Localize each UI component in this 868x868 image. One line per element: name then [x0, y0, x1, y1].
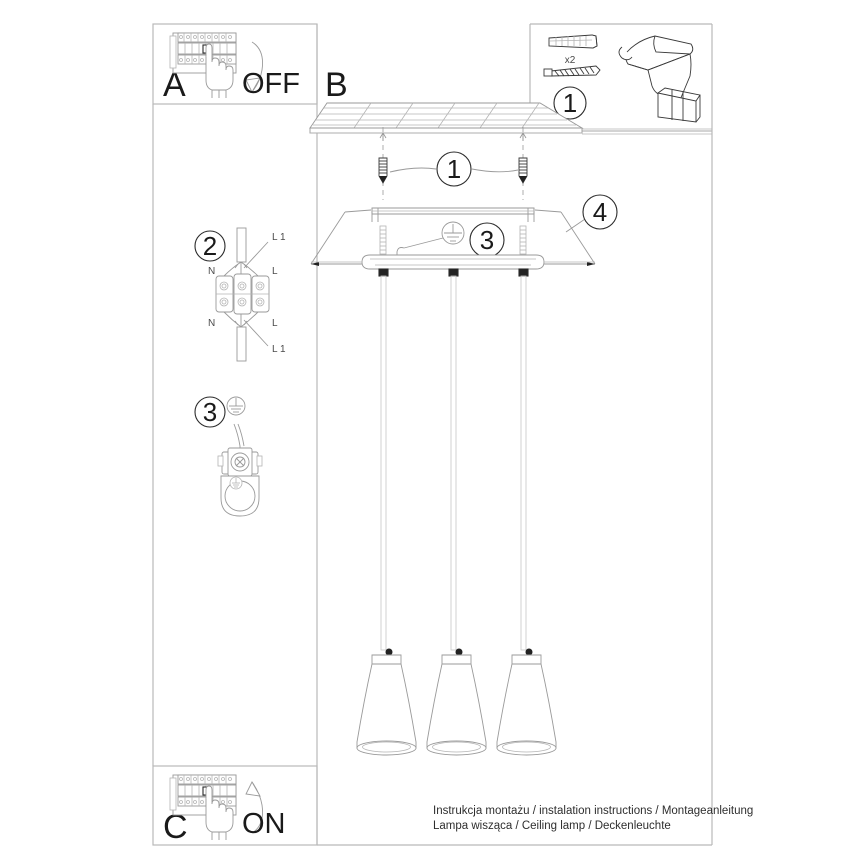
ground-screw-terminal: [217, 447, 263, 477]
pendant-1-clamp: [385, 648, 393, 656]
ceiling-screws: 1: [378, 127, 528, 200]
earth-ground-icon: [441, 221, 465, 245]
callout-canopy-ground-number: 3: [480, 225, 494, 255]
callout-ground-step-number: 3: [203, 397, 217, 427]
hardware-quantity-label: x2: [565, 55, 576, 66]
hand-pointing-icon: [205, 785, 234, 840]
pendant-3-rim: [496, 740, 557, 756]
terminal-label-l-lower: L: [272, 318, 278, 329]
leader-l1-top: [243, 241, 269, 269]
leader-screw-right: [471, 168, 519, 173]
callout-terminal-step: 2: [194, 230, 226, 262]
hand-pointing-icon: [205, 43, 234, 98]
panel-c: C: [163, 774, 286, 846]
panel-c-action-label: ON: [242, 808, 286, 840]
callout-hardware-step: 1: [553, 86, 587, 120]
terminal-label-l1-top: L 1: [272, 232, 286, 243]
terminal-label-n-lower: N: [208, 318, 215, 329]
pendant-3-clamp: [525, 648, 533, 656]
footer-title: Instrukcja montażu / instalation instruc…: [433, 805, 753, 817]
ceiling-slab: [309, 102, 712, 135]
screw-icon: [543, 65, 601, 77]
callout-shade-step: 4: [565, 194, 618, 233]
canopy-ground-marker: 3: [396, 221, 505, 258]
callout-hardware-step-number: 1: [563, 88, 577, 118]
panel-a: A: [163, 32, 300, 104]
leader-l1-bottom: [243, 319, 269, 347]
pendant-1-rim: [356, 740, 417, 756]
cord-outlet-1: [378, 268, 389, 277]
hardware-panel: x2 1: [543, 34, 701, 123]
cord-1: [380, 275, 387, 651]
pendant-3: [496, 648, 557, 756]
drill-icon: [618, 35, 701, 123]
callout-canopy-ground-step: 3: [469, 222, 505, 258]
main-assembly: B: [309, 66, 712, 756]
terminal-block-diagram: 2: [194, 227, 286, 362]
canopy-cone-outline: [310, 209, 596, 265]
footer-text: Instrukcja montażu / instalation instruc…: [433, 805, 753, 832]
pendant-1: [356, 648, 417, 756]
callout-ground-step: 3: [194, 396, 226, 428]
terminal-label-l1-bottom: L 1: [272, 344, 286, 355]
ground-terminal-diagram: 3: [194, 396, 263, 517]
callout-shade-number: 4: [593, 197, 607, 227]
panel-b-letter: B: [325, 66, 348, 104]
arrow-up-curved-icon: [245, 781, 263, 834]
earth-ground-icon: [226, 396, 246, 416]
cable-top: [236, 227, 247, 263]
cord-3: [520, 275, 527, 651]
ceiling-screw-right: [518, 127, 528, 200]
leader-screw-left: [389, 167, 437, 173]
terminal-label-l-upper: L: [272, 266, 278, 277]
ground-wire: [233, 423, 245, 455]
panel-a-action-label: OFF: [242, 68, 300, 100]
cable-bottom: [236, 326, 247, 362]
panel-a-letter: A: [163, 66, 186, 104]
ceiling-screw-left: [378, 127, 388, 200]
terminal-bodies: [215, 273, 270, 315]
leader-canopy-ground: [396, 247, 405, 256]
canopy-bar: [311, 254, 595, 270]
pendant-2-clamp: [455, 648, 463, 656]
wall-plug-icon: [548, 34, 598, 49]
cord-outlet-2: [448, 268, 459, 277]
mounting-bracket: [371, 207, 535, 255]
earth-ground-icon-small: [229, 476, 243, 490]
callout-terminal-step-number: 2: [203, 231, 217, 261]
suspension-cords: [380, 275, 527, 651]
footer-subtitle: Lampa wisząca / Ceiling lamp / Deckenleu…: [433, 820, 671, 832]
callout-ceiling-screw-step: 1: [436, 151, 472, 187]
callout-ceiling-screw-number: 1: [447, 154, 461, 184]
cord-2: [450, 275, 457, 651]
terminal-label-n-upper: N: [208, 266, 215, 277]
arrow-down-curved-icon: [245, 41, 263, 93]
pendant-2: [426, 648, 487, 756]
cord-outlet-3: [518, 268, 529, 277]
pendant-2-rim: [426, 740, 487, 756]
ground-mount-body: [220, 475, 260, 517]
